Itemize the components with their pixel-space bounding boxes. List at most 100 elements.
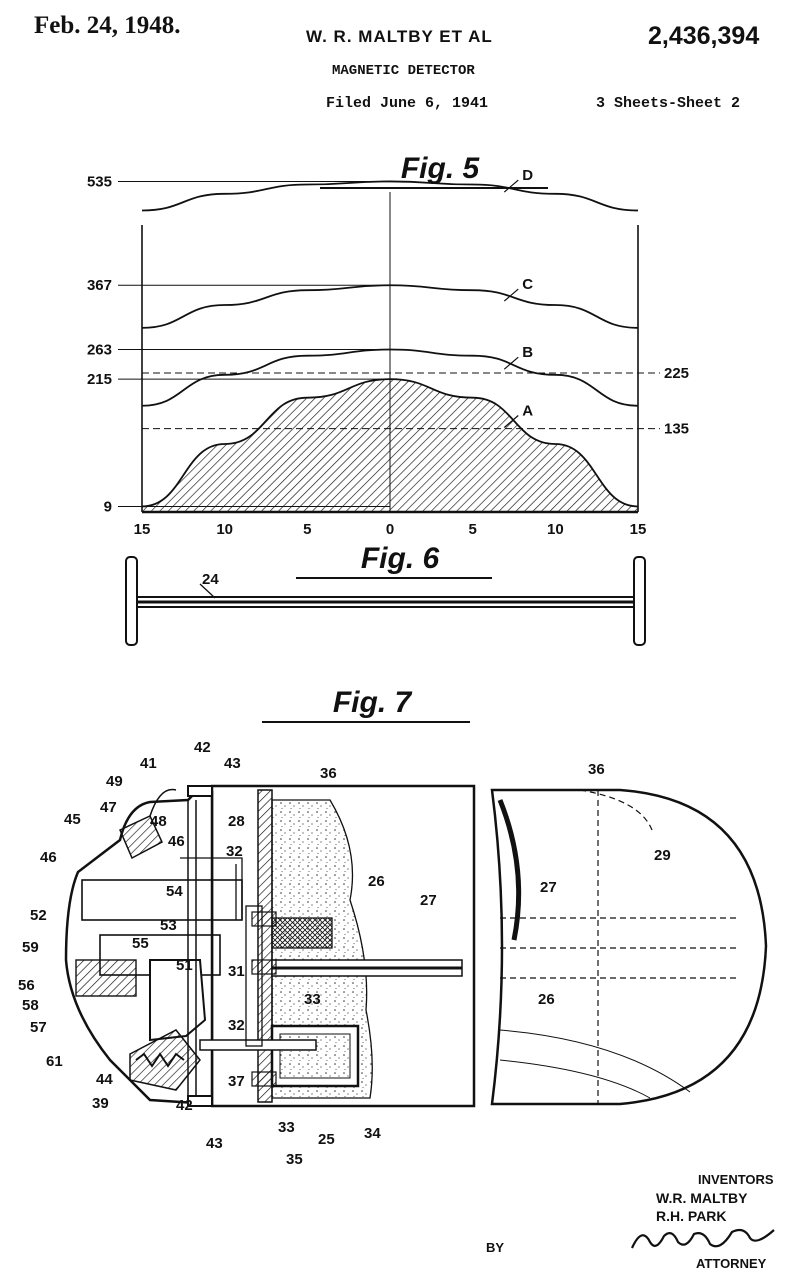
x-tick-label: 5 xyxy=(468,521,476,538)
fig7-flange-bottom xyxy=(187,1095,213,1107)
fig7-label-26: 26 xyxy=(538,991,555,1008)
fig7-label-48: 48 xyxy=(150,813,167,830)
fig7-label-45: 45 xyxy=(64,811,81,828)
series-C-line xyxy=(141,284,639,329)
left-tick-label: 367 xyxy=(87,277,112,294)
x-tick-label: 15 xyxy=(630,521,647,538)
fig7-bolt-middle xyxy=(251,959,277,975)
fig7-label-54: 54 xyxy=(166,883,183,900)
fig6-right-disc xyxy=(633,556,646,646)
fig7-label-43: 43 xyxy=(206,1135,223,1152)
fig6-title: Fig. 6 xyxy=(361,542,440,575)
x-tick-label: 10 xyxy=(216,521,233,538)
attorney-label: ATTORNEY xyxy=(696,1256,767,1271)
fig7-partition xyxy=(257,789,273,1103)
fig7-label-35: 35 xyxy=(286,1151,303,1168)
fig6-leader-24 xyxy=(199,583,216,599)
fig7-label-27: 27 xyxy=(540,879,557,896)
fig7-body-right-dome xyxy=(490,788,768,1106)
patent-date: Feb. 24, 1948. xyxy=(34,12,181,39)
fig7-label-58: 58 xyxy=(22,997,39,1014)
fig7-label-55: 55 xyxy=(132,935,149,952)
fig7-label-59: 59 xyxy=(22,939,39,956)
fig7-label-42: 42 xyxy=(194,739,211,756)
inventors-line: W. R. MALTBY ET AL xyxy=(306,27,493,46)
fig7-label-39: 39 xyxy=(92,1095,109,1112)
fig7-label-37: 37 xyxy=(228,1073,245,1090)
fig7-label-46: 46 xyxy=(40,849,57,866)
fig7-label-41: 41 xyxy=(140,755,157,772)
fig7-label-28: 28 xyxy=(228,813,245,830)
patent-title: MAGNETIC DETECTOR xyxy=(332,63,475,79)
fig7-label-43: 43 xyxy=(224,755,241,772)
x-tick-label: 0 xyxy=(386,521,394,538)
x-tick-label: 10 xyxy=(547,521,564,538)
fig7-plunger-rod xyxy=(199,1039,317,1051)
fig7-label-47: 47 xyxy=(100,799,117,816)
fig7-bolt-lower xyxy=(251,1071,277,1087)
series-C-leader xyxy=(503,288,519,302)
left-tick-label: 215 xyxy=(87,371,112,388)
series-A-label: A xyxy=(522,403,533,420)
fig6-rod-assembly: 24 xyxy=(125,556,646,646)
series-A-leader xyxy=(503,415,519,428)
fig7-label-25: 25 xyxy=(318,1131,335,1148)
fig7-label-56: 56 xyxy=(18,977,35,994)
left-tick-label: 535 xyxy=(87,173,112,190)
fig7-flange-top xyxy=(187,785,213,797)
attorney-signature xyxy=(630,1228,775,1249)
x-tick-label: 15 xyxy=(134,521,151,538)
fig7-title: Fig. 7 xyxy=(333,686,413,719)
series-B-leader xyxy=(503,356,519,370)
fig7-label-26: 26 xyxy=(368,873,385,890)
left-tick-label: 9 xyxy=(104,498,112,515)
fig7-filling xyxy=(271,799,373,1099)
filed-date: Filed June 6, 1941 xyxy=(326,95,489,112)
fig7-label-44: 44 xyxy=(96,1071,113,1088)
fig7-bolt-upper xyxy=(251,911,277,927)
fig7-label-32: 32 xyxy=(226,843,243,860)
fig7-label-31: 31 xyxy=(228,963,245,980)
fig7-label-27: 27 xyxy=(420,892,437,909)
fig5-title: Fig. 5 xyxy=(401,152,481,185)
series-D-label: D xyxy=(522,167,533,184)
right-tick-label: 135 xyxy=(664,421,689,438)
fig7-label-36: 36 xyxy=(320,765,337,782)
fig7-label-36: 36 xyxy=(588,761,605,778)
fig6-left-disc xyxy=(125,556,138,646)
series-B-label: B xyxy=(522,344,533,361)
fig6-label-24: 24 xyxy=(202,571,219,588)
inventors-heading: INVENTORS xyxy=(698,1172,774,1187)
inventor-name-2: R.H. PARK xyxy=(656,1208,727,1224)
fig7-label-57: 57 xyxy=(30,1019,47,1036)
fig7-label-42: 42 xyxy=(176,1097,193,1114)
sheet-count: 3 Sheets-Sheet 2 xyxy=(596,95,741,112)
series-D-line xyxy=(141,180,639,212)
fig7-label-32: 32 xyxy=(228,1017,245,1034)
series-B-line xyxy=(141,348,639,407)
fig7-spring xyxy=(135,1052,185,1068)
series-C-label: C xyxy=(522,276,533,293)
series-D-leader xyxy=(503,179,519,193)
fig7-housing-chamber xyxy=(75,959,137,997)
fig7-label-33: 33 xyxy=(278,1119,295,1136)
fig7-core-mesh xyxy=(271,917,333,949)
left-tick-label: 263 xyxy=(87,342,112,359)
fig7-label-29: 29 xyxy=(654,847,671,864)
fig7-label-33: 33 xyxy=(304,991,321,1008)
fig7-label-61: 61 xyxy=(46,1053,63,1070)
series-A-line xyxy=(141,378,639,508)
right-tick-label: 225 xyxy=(664,365,689,382)
inventor-name-1: W.R. MALTBY xyxy=(656,1190,748,1206)
x-tick-label: 5 xyxy=(303,521,311,538)
fig7-label-52: 52 xyxy=(30,907,47,924)
fig7-label-51: 51 xyxy=(176,957,193,974)
fig7-label-53: 53 xyxy=(160,917,177,934)
patent-number: 2,436,394 xyxy=(648,22,760,50)
fig5-chart: 15 10 5 0 5 10 15 535 367 263 215 9 225 135 A B C D xyxy=(87,167,689,538)
fig7-label-46: 46 xyxy=(168,833,185,850)
by-label: BY xyxy=(486,1240,505,1255)
